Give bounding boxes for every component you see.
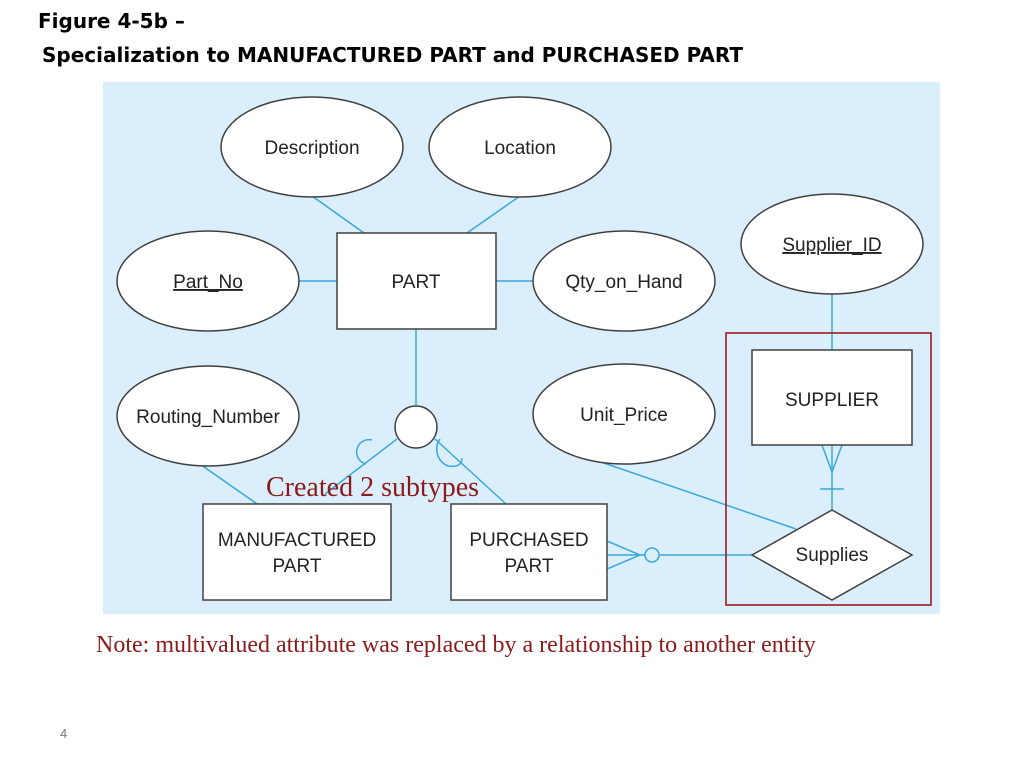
diagram-note: Note: multivalued attribute was replaced… [96, 632, 816, 658]
entity-purchased-label-line2: PART [505, 556, 554, 577]
page-number: 4 [60, 726, 68, 741]
slide-title-line-2: Specialization to MANUFACTURED PART and … [42, 43, 744, 67]
crowfoot-supplier [821, 444, 843, 475]
subset-arc-left [355, 438, 373, 465]
entity-supplier-box [751, 349, 913, 446]
attr-qty-label: Qty_on_Hand [565, 272, 682, 293]
attr-routing-ellipse [116, 365, 300, 467]
entity-manufactured-label-line1: MANUFACTURED [218, 530, 376, 551]
attr-qty-ellipse [532, 230, 716, 332]
attr-supplierid-label: Supplier_ID [782, 235, 881, 256]
entity-part-label: PART [392, 272, 441, 293]
relationship-supplies-diamond [750, 509, 914, 601]
attr-partno-label: Part_No [173, 272, 243, 293]
line-location-part [466, 195, 521, 234]
subset-arc-right [436, 438, 463, 468]
entity-purchased-box [450, 503, 608, 601]
entity-manufactured-label-line2: PART [273, 556, 322, 577]
attr-location-ellipse [428, 96, 612, 198]
highlight-box [725, 332, 932, 606]
optional-circle [644, 547, 660, 563]
attr-description-ellipse [220, 96, 404, 198]
slide-title-line-1: Figure 4-5b – [38, 9, 185, 33]
entity-manufactured-box [202, 503, 392, 601]
attr-unitprice-ellipse [532, 363, 716, 465]
attr-description-label: Description [264, 138, 359, 159]
specialization-circle [394, 405, 438, 449]
attr-partno-ellipse [116, 230, 300, 332]
relationship-supplies-label: Supplies [796, 545, 869, 566]
line-unitprice-supplies [600, 461, 797, 530]
entity-part-box [336, 232, 497, 330]
crowfoot-purchased [606, 540, 642, 570]
attr-routing-label: Routing_Number [136, 407, 280, 428]
connector-lines [196, 195, 844, 570]
entity-supplier-label: SUPPLIER [785, 390, 879, 411]
subtypes-callout: Created 2 subtypes [266, 472, 480, 503]
attr-supplierid-ellipse [740, 193, 924, 295]
line-circle-purchased [434, 438, 507, 505]
line-circle-manufactured [324, 438, 398, 495]
line-routing-manufactured [196, 461, 258, 505]
attr-location-label: Location [484, 138, 556, 159]
line-description-part [311, 195, 365, 234]
attr-unitprice-label: Unit_Price [580, 405, 668, 426]
entity-purchased-label-line1: PURCHASED [469, 530, 588, 551]
